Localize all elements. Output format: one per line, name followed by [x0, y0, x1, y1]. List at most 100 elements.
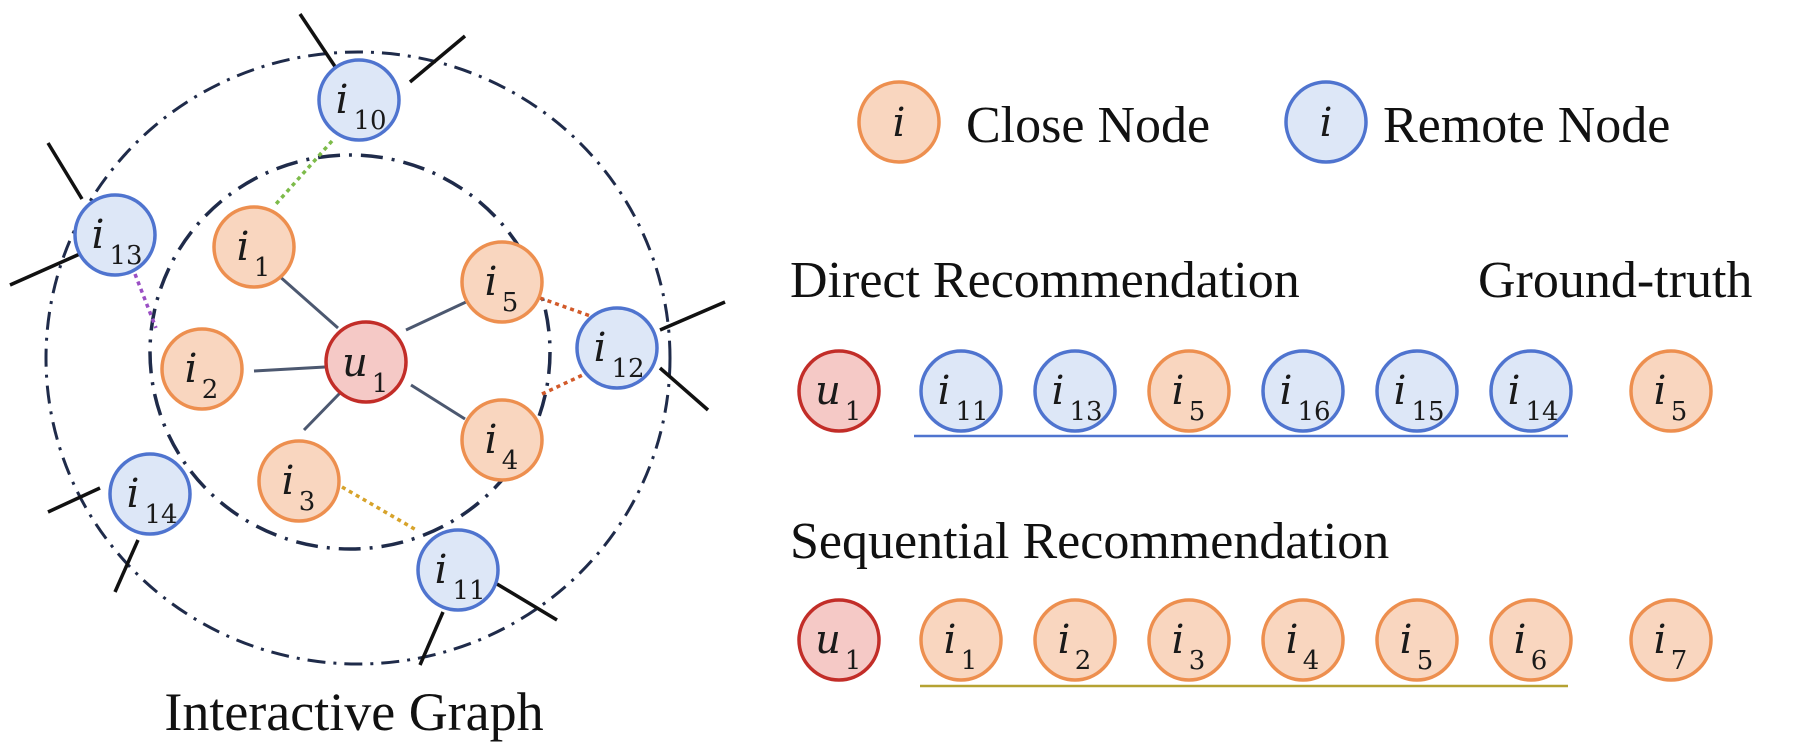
tick	[9, 251, 83, 287]
node-circle	[1147, 598, 1231, 682]
node-sub: 2	[1075, 646, 1092, 676]
tick	[496, 582, 558, 622]
node-sub: 13	[109, 241, 142, 271]
node-label: i	[1400, 617, 1413, 663]
node-sub: 3	[1189, 646, 1206, 676]
node-circle	[1261, 349, 1345, 433]
node-sub: 13	[1069, 397, 1102, 427]
node-circle	[1629, 349, 1713, 433]
ring-ticks	[9, 13, 726, 666]
node-circle	[257, 439, 341, 523]
tick	[298, 13, 342, 75]
inner-ring	[148, 153, 552, 551]
node-circle	[460, 240, 544, 324]
sequential-title: Sequential Recommendation	[790, 513, 1389, 570]
node-circle	[575, 306, 659, 390]
node-sub: 12	[611, 354, 644, 384]
node-sub: 5	[1189, 397, 1206, 427]
node-label: i	[336, 77, 349, 123]
link-i1-i10	[274, 139, 334, 206]
node-circle	[108, 452, 192, 536]
tick	[408, 34, 467, 84]
node-sub: 1	[845, 397, 862, 427]
node-sub: 1	[845, 646, 862, 676]
node-circle	[1375, 598, 1459, 682]
node-sub: 6	[1531, 646, 1548, 676]
graph-node-i5: i 5	[460, 240, 544, 324]
edge-u1-i2	[253, 365, 326, 373]
direct-section: Direct Recommendation Ground-truth u 1 i…	[790, 252, 1752, 438]
node-circle	[1375, 349, 1459, 433]
swatch-symbol: i	[893, 100, 906, 146]
node-sub: 16	[1297, 397, 1330, 427]
node-sub: 7	[1671, 646, 1688, 676]
graph-node-i14: i 14	[108, 452, 192, 536]
node-circle	[1033, 349, 1117, 433]
sequential-ground-truth: i 7	[1629, 598, 1713, 682]
tick	[418, 611, 445, 666]
edge-u1-i3	[302, 391, 342, 432]
node-circle	[317, 58, 401, 142]
ground-truth-title: Ground-truth	[1478, 252, 1752, 309]
node-circle	[1489, 349, 1573, 433]
graph-title: Interactive Graph	[164, 682, 543, 742]
node-label: i	[185, 346, 198, 392]
node-label: i	[1654, 368, 1667, 414]
node-label: i	[237, 224, 250, 270]
outer-ring	[44, 50, 672, 666]
node-label: i	[1514, 617, 1527, 663]
node-circle	[1147, 349, 1231, 433]
interactive-graph: u 1 i 1 i 2 i 3 i 4 i 5	[9, 13, 726, 742]
remote-node-swatch	[1284, 80, 1368, 164]
direct-user: u 1	[797, 349, 881, 433]
graph-node-i2: i 2	[160, 327, 244, 411]
link-i4-i12	[541, 364, 603, 396]
node-label: i	[1394, 368, 1407, 414]
node-circle	[797, 349, 881, 433]
remote-links	[133, 139, 603, 533]
node-sub: 2	[202, 375, 219, 405]
tick	[46, 142, 84, 200]
node-label: i	[1286, 617, 1299, 663]
sequential-user: u 1	[797, 598, 881, 682]
tick	[113, 539, 140, 593]
node-circle	[324, 320, 408, 404]
node-sub: 4	[502, 446, 519, 476]
node-sub: 3	[299, 487, 316, 517]
node-circle	[460, 398, 544, 482]
user-edges	[253, 273, 467, 432]
tick	[47, 486, 101, 514]
legend: i Close Node i Remote Node	[857, 80, 1670, 164]
node-label: i	[938, 368, 951, 414]
node-label: i	[485, 259, 498, 305]
node-circle	[73, 193, 157, 277]
node-circle	[160, 327, 244, 411]
link-i3-i11	[341, 485, 419, 533]
tick	[659, 300, 726, 332]
graph-node-i10: i 10	[317, 58, 401, 142]
node-label: i	[282, 458, 295, 504]
node-sub: 5	[1671, 397, 1688, 427]
node-circle	[919, 598, 1003, 682]
node-sub: 11	[955, 397, 988, 427]
graph-node-i1: i 1	[212, 205, 296, 289]
legend-remote: i Remote Node	[1284, 80, 1670, 164]
direct-ground-truth: i 5	[1629, 349, 1713, 433]
node-circle	[1629, 598, 1713, 682]
node-sub: 5	[1417, 646, 1434, 676]
node-sub: 1	[254, 253, 271, 283]
node-label: i	[1654, 617, 1667, 663]
node-label: i	[92, 212, 105, 258]
